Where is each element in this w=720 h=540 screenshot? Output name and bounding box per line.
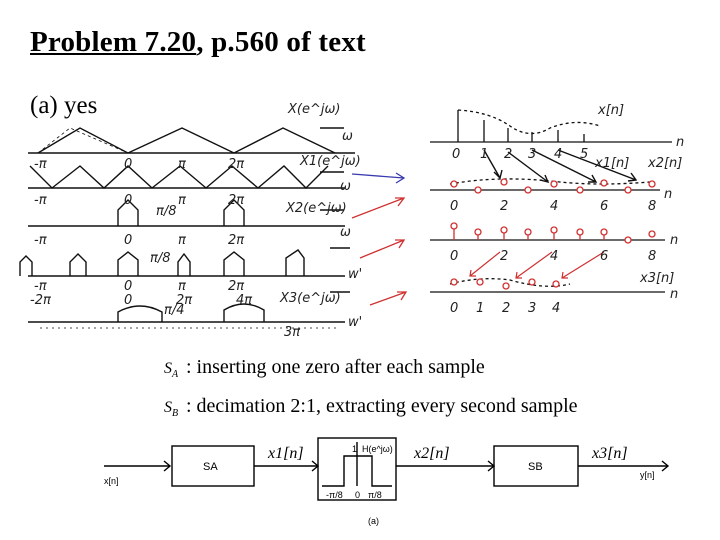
tick: 8 xyxy=(648,199,656,214)
tick: 0 xyxy=(450,199,458,214)
n-label: n xyxy=(670,287,678,302)
sequence-labels-right: x[n] x1[n] x2[n] x3[n] n n n n 0 1 2 3 4… xyxy=(450,103,684,316)
tick: 6 xyxy=(600,199,608,214)
omega-label-1: ω xyxy=(342,129,353,144)
tick: -2π xyxy=(30,293,51,308)
tick: π xyxy=(178,233,186,248)
tick: π xyxy=(178,279,186,294)
tick: 5 xyxy=(580,147,588,162)
spectrum-label-3: X2(e^jω) xyxy=(285,201,347,216)
tick: 3 xyxy=(528,301,536,316)
tick: 0 xyxy=(124,157,132,172)
signal-x2-label: x2[n] xyxy=(413,445,450,462)
output-label: y[n] xyxy=(640,470,655,480)
sa-symbol: SA xyxy=(164,360,186,380)
definition-sb: SB: decimation 2:1, extracting every sec… xyxy=(164,395,578,419)
cutoff-zero-label: 0 xyxy=(355,490,360,500)
pi-over-8-label: π/8 xyxy=(156,204,176,219)
tick: 2 xyxy=(504,147,512,162)
block-sa-label: SA xyxy=(203,461,218,473)
omega-prime-label-1: w' xyxy=(348,267,362,282)
tick: -π xyxy=(34,193,47,208)
tick: 2π xyxy=(228,279,244,294)
tick: 4π xyxy=(236,293,252,308)
tick: π xyxy=(178,157,186,172)
block-diagram-labels: x[n] SA x1[n] 1 H(e^jω) -π/8 0 π/8 x2[n]… xyxy=(104,444,655,526)
tick: 2 xyxy=(502,301,510,316)
three-pi-label: 3π xyxy=(284,325,300,340)
filter-label: H(e^jω) xyxy=(362,444,393,454)
tick: 4 xyxy=(554,147,562,162)
tick: 1 xyxy=(480,147,488,162)
n-label: n xyxy=(670,233,678,248)
tick: 0 xyxy=(450,249,458,264)
tick: 0 xyxy=(124,233,132,248)
x1-n-label: x1[n] xyxy=(594,156,629,171)
spectrum-labels-left: X(e^jω) X1(e^jω) X2(e^jω) X3(e^jω) ω ω ω… xyxy=(30,102,362,340)
cutoff-left-label: -π/8 xyxy=(326,490,343,500)
diagram-caption: (a) xyxy=(368,516,379,526)
signal-x3-label: x3[n] xyxy=(591,445,628,462)
omega-label-3: ω xyxy=(340,225,351,240)
n-label: n xyxy=(664,187,672,202)
omega-label-2: ω xyxy=(340,179,351,194)
spectrum-label-2: X1(e^jω) xyxy=(299,154,361,169)
tick: 0 xyxy=(452,147,460,162)
tick: -π xyxy=(34,233,47,248)
tick: 0 xyxy=(124,279,132,294)
cutoff-right-label: π/8 xyxy=(368,490,382,500)
spectrum-label-1: X(e^jω) xyxy=(287,102,340,117)
pi-over-8-label: π/8 xyxy=(150,251,170,266)
tick: -π xyxy=(34,157,47,172)
filter-gain-label: 1 xyxy=(352,444,357,454)
tick: 2 xyxy=(500,199,508,214)
tick: 4 xyxy=(550,199,558,214)
input-label: x[n] xyxy=(104,476,119,486)
sb-description: : decimation 2:1, extracting every secon… xyxy=(186,395,578,417)
tick: π xyxy=(178,193,186,208)
n-label: n xyxy=(676,135,684,150)
x3-n-label: x3[n] xyxy=(639,271,674,286)
sequence-red-arrows xyxy=(470,252,604,278)
x-n-label: x[n] xyxy=(597,103,624,118)
spectrum-label-4: X3(e^jω) xyxy=(279,291,341,306)
sequence-samples xyxy=(451,179,655,289)
tick: 2π xyxy=(228,157,244,172)
sb-symbol: SB xyxy=(164,399,186,419)
tick: 0 xyxy=(124,293,132,308)
definition-sa: SA: inserting one zero after each sample xyxy=(164,356,485,380)
tick: 0 xyxy=(124,193,132,208)
tick: 0 xyxy=(450,301,458,316)
tick: -π xyxy=(34,279,47,294)
signal-x1-label: x1[n] xyxy=(267,445,304,462)
block-sb-label: SB xyxy=(528,461,543,473)
tick: 2π xyxy=(228,193,244,208)
omega-prime-label-2: w' xyxy=(348,315,362,330)
tick: 6 xyxy=(600,249,608,264)
tick: 4 xyxy=(550,249,558,264)
tick: 2 xyxy=(500,249,508,264)
tick: 8 xyxy=(648,249,656,264)
tick: 4 xyxy=(552,301,560,316)
pi-over-4-label: π/4 xyxy=(164,303,184,318)
tick: 3 xyxy=(528,147,536,162)
transition-arrows xyxy=(352,173,406,305)
tick: 1 xyxy=(476,301,484,316)
x2-n-label: x2[n] xyxy=(647,156,682,171)
tick: 2π xyxy=(228,233,244,248)
sa-description: : inserting one zero after each sample xyxy=(186,356,485,378)
